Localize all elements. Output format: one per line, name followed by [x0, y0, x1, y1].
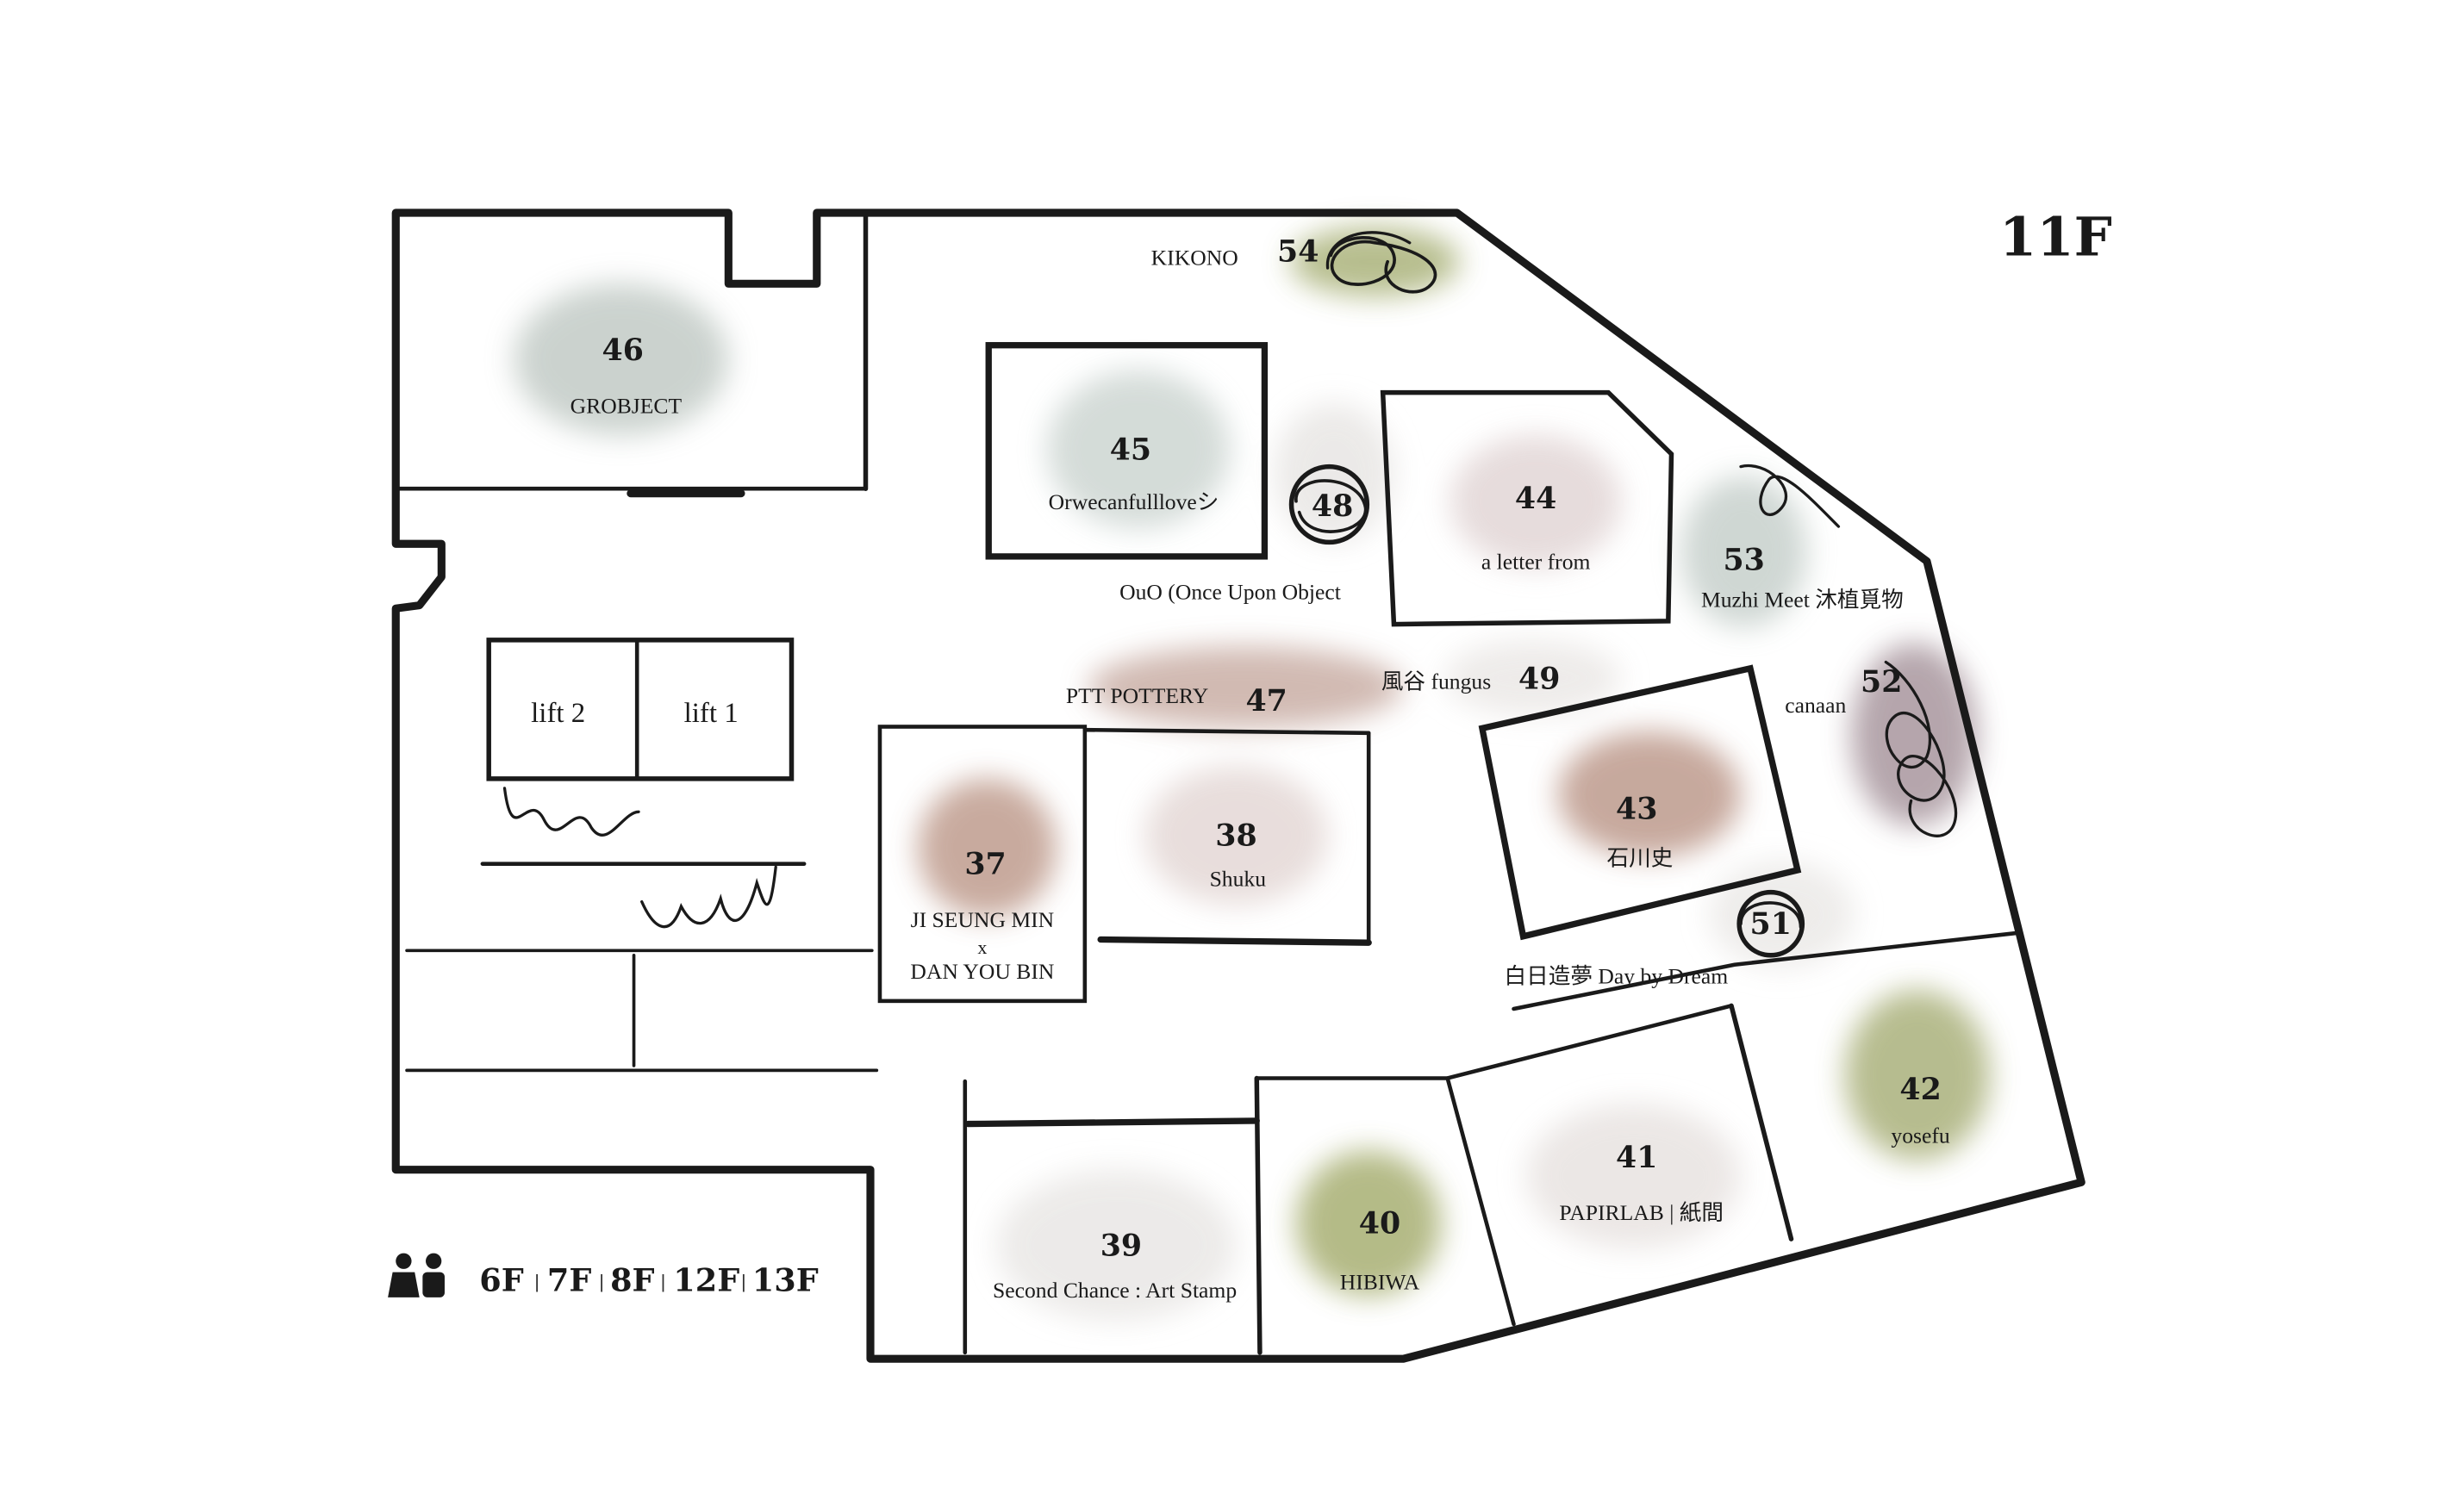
booth-number: 53 — [1723, 543, 1765, 578]
booth-name: 石川史 — [1606, 848, 1674, 872]
lift-1: lift 1 — [683, 696, 739, 729]
floor-link-separator: | — [740, 1270, 746, 1293]
booth-number: 49 — [1518, 662, 1561, 697]
restroom-icon — [388, 1253, 445, 1297]
booth-name: KIKONO — [1150, 247, 1238, 271]
floor-link-12f[interactable]: 12F — [673, 1260, 740, 1299]
booth-name-line-3: DAN YOU BIN — [910, 961, 1055, 986]
booth-41-wash — [1526, 1103, 1741, 1249]
booth-47-wash — [1088, 646, 1404, 729]
booth-name: 風谷 fungus — [1381, 671, 1492, 695]
booth-name: Orwecanfullloveシ — [1048, 491, 1219, 516]
booth-44-wash — [1450, 434, 1621, 568]
booth-name: Shuku — [1209, 868, 1267, 893]
booth-name: canaan — [1785, 694, 1847, 719]
booth-number: 37 — [964, 847, 1007, 882]
booth-name: GROBJECT — [570, 395, 683, 420]
booth-number: 48 — [1311, 489, 1354, 525]
booth-37-wash — [917, 778, 1057, 918]
booth-name: 白日造夢 Day by Dream — [1504, 966, 1729, 991]
booth-number: 52 — [1861, 665, 1903, 700]
booth-number: 41 — [1616, 1140, 1658, 1176]
booth-name-line-1: JI SEUNG MIN — [910, 909, 1055, 934]
booth-name: HIBIWA — [1339, 1272, 1420, 1297]
floor-link-8f[interactable]: 8F — [610, 1260, 655, 1299]
floor-link-separator: | — [660, 1270, 666, 1293]
booth-54-wash — [1289, 227, 1461, 296]
booth-number: 44 — [1514, 481, 1557, 517]
booth-name-line-2: x — [977, 936, 988, 959]
booth-number: 39 — [1100, 1229, 1143, 1264]
floor-link-7f[interactable]: 7F — [546, 1260, 592, 1299]
booth-42-wash — [1844, 990, 1991, 1160]
booth-38-wash — [1144, 766, 1328, 905]
floor-link-separator: | — [534, 1270, 539, 1293]
booth-number: 51 — [1749, 906, 1792, 943]
booth-name: PAPIRLAB | 紙間 — [1559, 1203, 1724, 1227]
booth-name: a letter from — [1481, 551, 1591, 576]
booth-number: 43 — [1616, 792, 1658, 827]
booth-name: Second Chance : Art Stamp — [993, 1279, 1238, 1304]
booth-number: 54 — [1277, 234, 1319, 270]
booth-49-wash — [1444, 639, 1621, 716]
booth-46-wash — [514, 283, 729, 435]
lift-2: lift 2 — [531, 696, 586, 729]
booth-name: Muzhi Meet 沐植覓物 — [1700, 589, 1904, 613]
booth-number: 46 — [602, 333, 644, 369]
booth-43-wash — [1557, 731, 1741, 858]
outer-wall — [391, 208, 2086, 1363]
booth-number: 40 — [1358, 1206, 1401, 1241]
booth-name: OuO (Once Upon Object — [1119, 582, 1341, 606]
booth-39-wash — [996, 1169, 1237, 1322]
floor-title: 11F — [1999, 206, 2112, 270]
booth-name: PTT POTTERY — [1065, 685, 1209, 710]
booth-number: 47 — [1245, 684, 1287, 719]
floor-link-6f[interactable]: 6F — [479, 1260, 524, 1299]
booth-name: yosefu — [1891, 1125, 1950, 1149]
booth-45-wash — [1046, 370, 1231, 528]
booth-number: 38 — [1215, 818, 1257, 854]
floor-link-13f[interactable]: 13F — [751, 1260, 819, 1299]
booth-number: 45 — [1109, 432, 1152, 468]
booth-number: 42 — [1899, 1073, 1942, 1108]
booth-40-wash — [1296, 1150, 1442, 1297]
floor-link-separator: | — [599, 1270, 605, 1293]
